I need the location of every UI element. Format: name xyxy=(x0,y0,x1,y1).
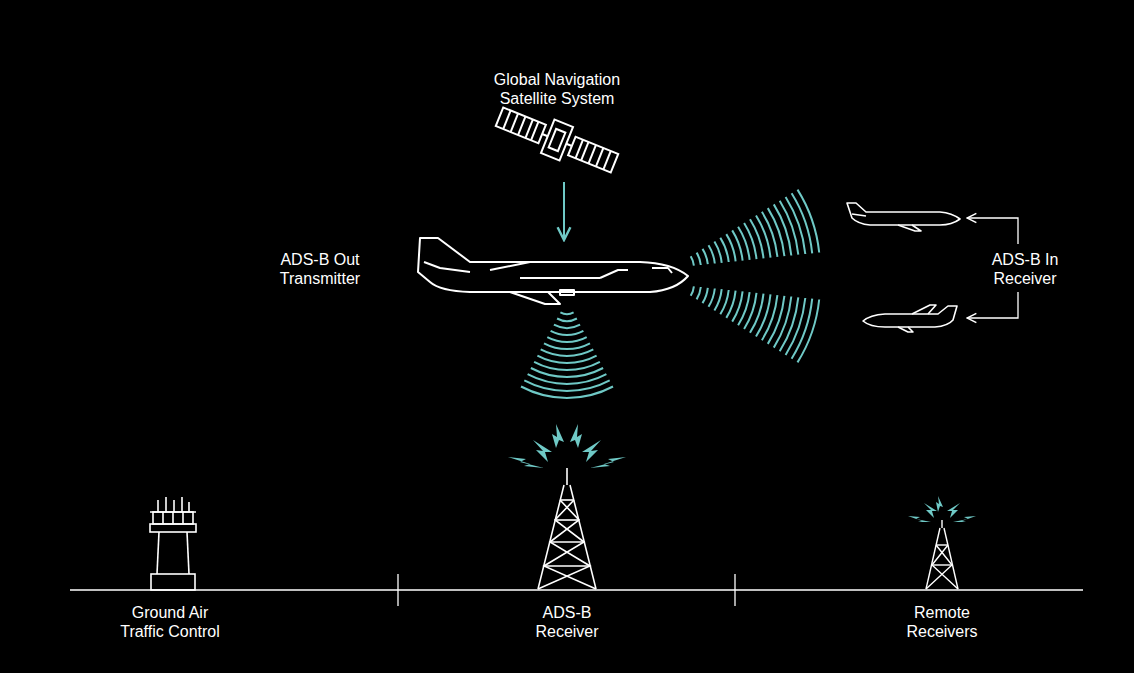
wave-arc xyxy=(554,325,580,328)
atc-label: Ground Air Traffic Control xyxy=(111,603,229,641)
wave-arc xyxy=(541,349,594,356)
aircraft-lower xyxy=(863,305,957,332)
signal-bolts xyxy=(508,424,976,522)
wave-arc xyxy=(703,288,708,303)
main-aircraft xyxy=(418,238,688,304)
aircraft-upper xyxy=(847,203,960,231)
wave-arc xyxy=(798,190,820,253)
wave-arc xyxy=(714,242,721,263)
satellite-icon xyxy=(493,100,621,180)
receiver-tower xyxy=(538,468,596,589)
wave-arc xyxy=(547,337,586,342)
wave-arc xyxy=(792,299,813,359)
wave-arc xyxy=(691,286,694,295)
wave-arc xyxy=(798,300,820,363)
wave-arc xyxy=(524,380,609,391)
wave-arc xyxy=(732,291,742,321)
wave-arc xyxy=(768,296,785,344)
ground-receiver-label: ADS-B Receiver xyxy=(520,603,614,641)
ground-line xyxy=(70,574,1083,606)
remote-receivers-label: Remote Receivers xyxy=(890,603,994,641)
wave-arc xyxy=(774,297,792,348)
wave-arc xyxy=(528,374,607,384)
wave-arc xyxy=(557,319,577,321)
wave-arc xyxy=(697,287,701,299)
wave-arc xyxy=(768,208,785,256)
gnss-arrow xyxy=(563,182,565,240)
wave-arc xyxy=(786,298,806,355)
wave-arc xyxy=(762,212,778,257)
wave-arc xyxy=(714,289,721,310)
wave-arc xyxy=(720,238,728,262)
wave-arc xyxy=(726,234,735,261)
wave-arc xyxy=(697,253,701,265)
wave-arc xyxy=(534,362,600,370)
wave-arc xyxy=(560,312,573,314)
remote-tower xyxy=(926,520,958,589)
wave-arc xyxy=(551,331,584,335)
wave-arc xyxy=(531,368,603,377)
wave-arc xyxy=(709,245,715,263)
receiver-in-label: ADS-B In Receiver xyxy=(973,250,1077,288)
gnss-label: Global Navigation Satellite System xyxy=(472,70,642,108)
wave-arc xyxy=(786,197,806,254)
wave-arc xyxy=(720,290,728,314)
wave-arc xyxy=(544,343,590,349)
wave-arc xyxy=(691,256,694,265)
wave-arc xyxy=(537,356,596,363)
transmitter-label: ADS-B Out Transmitter xyxy=(268,250,372,288)
wave-arc xyxy=(709,289,715,307)
signal-waves xyxy=(521,190,819,398)
wave-arc xyxy=(732,230,742,260)
wave-arc xyxy=(703,249,708,264)
wave-arc xyxy=(726,291,735,318)
control-tower xyxy=(150,497,196,590)
wave-arc xyxy=(792,193,813,253)
wave-arc xyxy=(780,297,799,351)
wave-arc xyxy=(780,201,799,255)
wave-arc xyxy=(521,387,613,398)
wave-arc xyxy=(774,204,792,255)
wave-arc xyxy=(762,295,778,340)
